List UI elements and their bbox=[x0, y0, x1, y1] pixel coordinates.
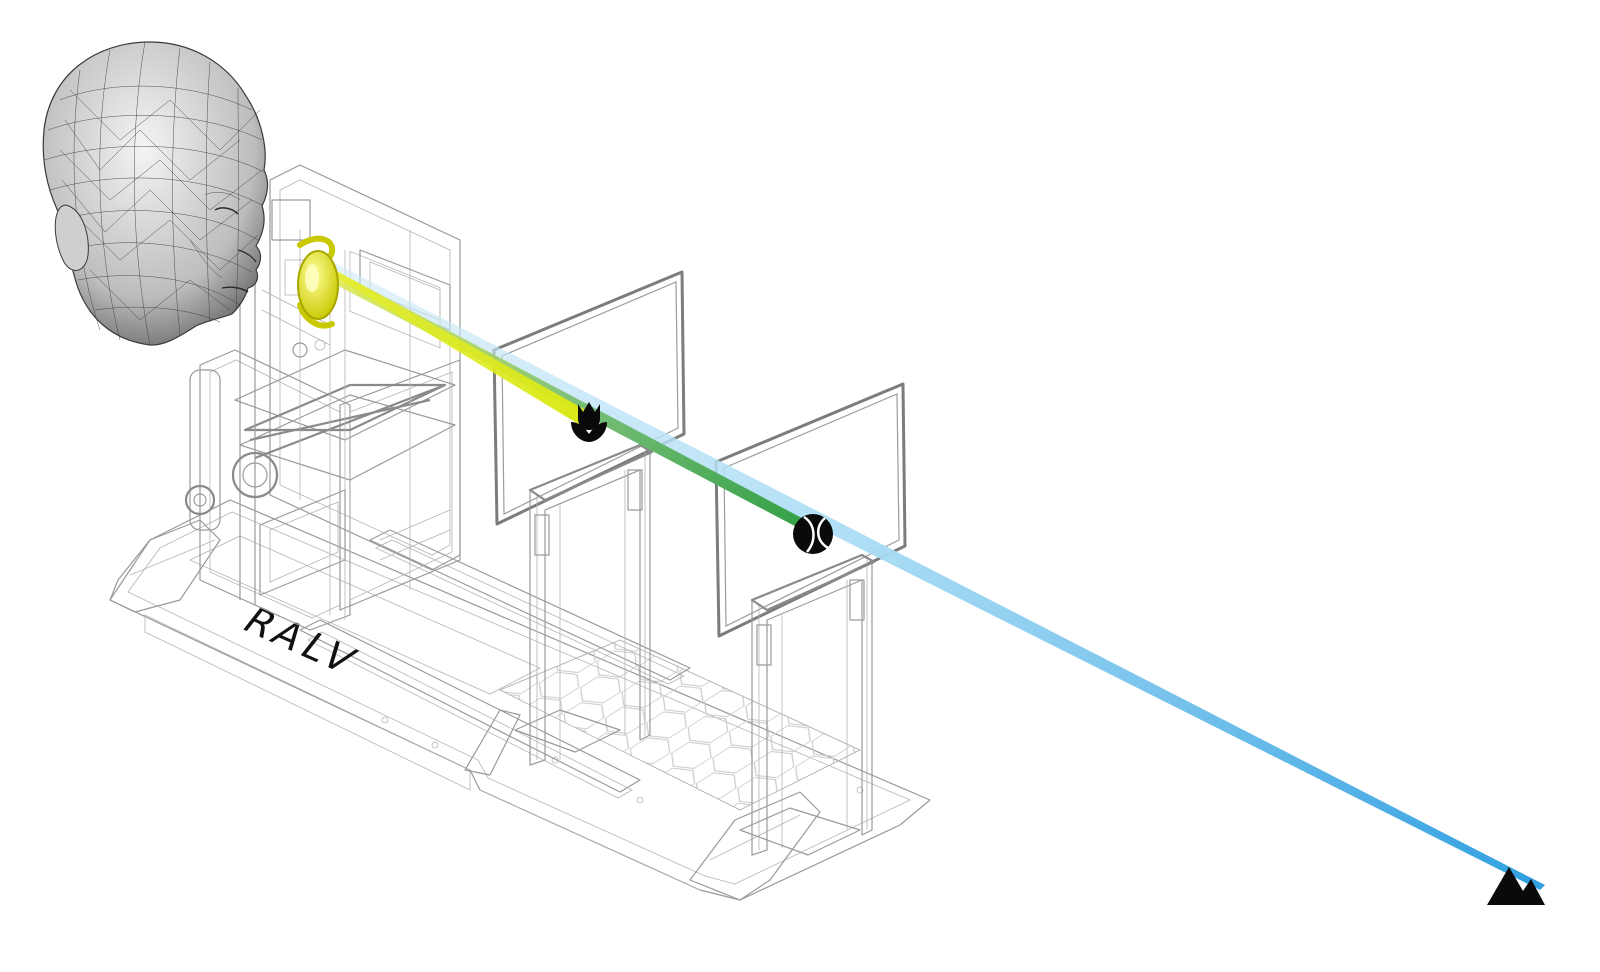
main-housing bbox=[184, 164, 461, 631]
beam-near bbox=[310, 262, 600, 428]
optical-beams bbox=[305, 258, 1545, 890]
device-logo-text: RALV bbox=[234, 600, 370, 684]
eyepiece-lens bbox=[297, 235, 339, 329]
human-head-mesh bbox=[42, 41, 269, 346]
tulip-macro-icon bbox=[571, 402, 607, 442]
mountains-icon bbox=[1487, 867, 1545, 905]
tennis-ball-icon bbox=[793, 514, 833, 554]
beam-far bbox=[305, 258, 1545, 890]
